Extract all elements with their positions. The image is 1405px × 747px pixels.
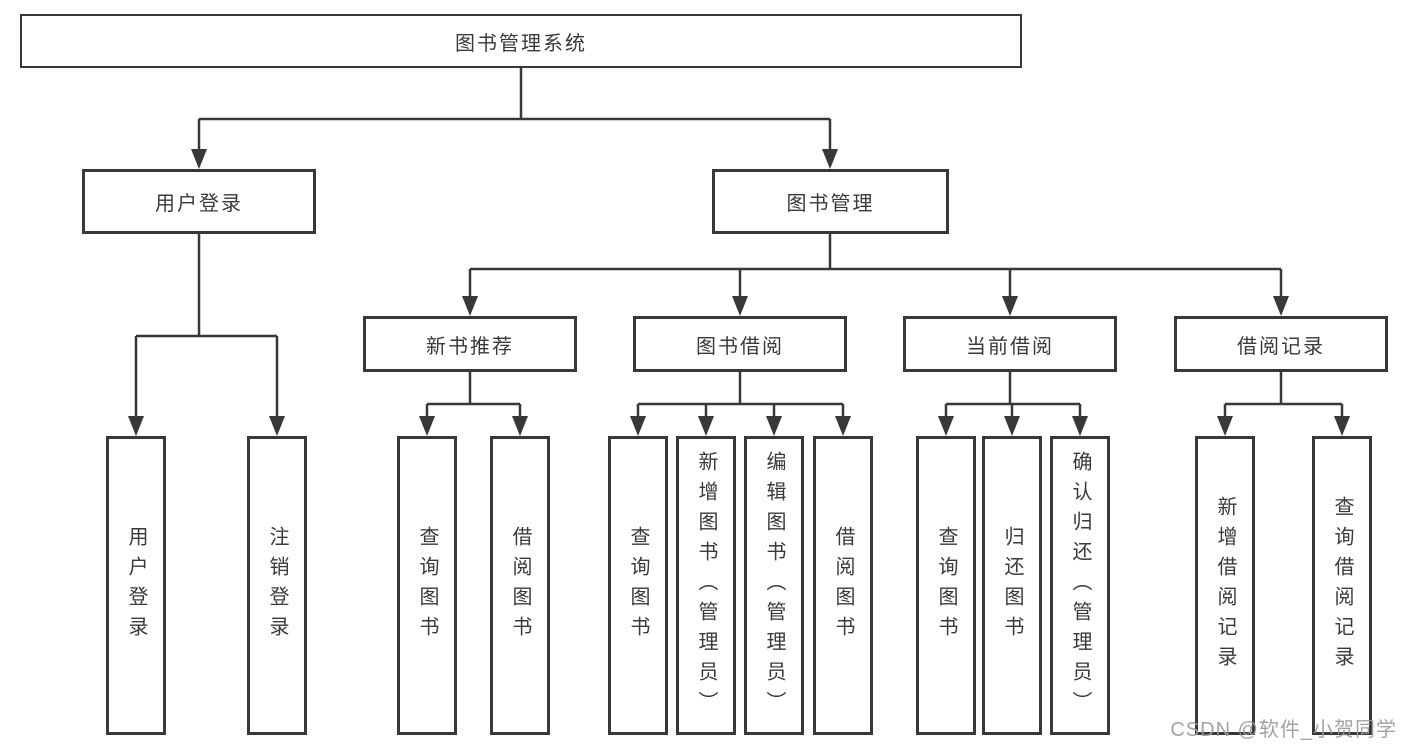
leaf-query-books-borrowing: 查询图书	[608, 436, 668, 735]
leaf-query-books-recommend: 查询图书	[397, 436, 457, 735]
node-current-borrowing: 当前借阅	[903, 316, 1117, 372]
csdn-watermark: CSDN @软件_小贺同学	[1170, 719, 1397, 741]
leaf-borrow-books-borrowing: 借阅图书	[813, 436, 873, 735]
node-label: 新书推荐	[426, 335, 514, 358]
node-label: 注销登录	[266, 525, 288, 646]
node-label: 用户登录	[125, 525, 147, 646]
node-label: 借阅记录	[1237, 335, 1325, 358]
leaf-add-borrow-record: 新增借阅记录	[1195, 436, 1255, 735]
node-label: 用户登录	[155, 193, 243, 215]
node-label: 查询图书	[416, 525, 438, 646]
node-label: 图书借阅	[696, 335, 784, 358]
node-library-management-system: 图书管理系统	[20, 14, 1022, 68]
leaf-query-borrow-record: 查询借阅记录	[1312, 436, 1372, 735]
leaf-confirm-return-admin: 确认归还（管理员）	[1050, 436, 1110, 735]
node-label: 归还图书	[1001, 525, 1023, 646]
leaf-add-book-admin: 新增图书（管理员）	[676, 436, 736, 735]
node-label: 查询图书	[627, 525, 649, 646]
leaf-borrow-books-recommend: 借阅图书	[490, 436, 550, 735]
node-label: 新增借阅记录	[1214, 495, 1236, 676]
node-label: 借阅图书	[509, 525, 531, 646]
node-book-management: 图书管理	[712, 169, 949, 234]
leaf-return-book: 归还图书	[982, 436, 1042, 735]
node-label: 查询借阅记录	[1331, 495, 1353, 676]
node-label: 新增图书（管理员）	[695, 450, 717, 721]
node-borrowing-records: 借阅记录	[1174, 316, 1388, 372]
node-label: 图书管理系统	[455, 32, 587, 55]
leaf-edit-book-admin: 编辑图书（管理员）	[744, 436, 804, 735]
node-user-login: 用户登录	[82, 169, 316, 234]
leaf-logout: 注销登录	[247, 436, 307, 735]
node-label: 查询图书	[935, 525, 957, 646]
node-label: 图书管理	[786, 193, 875, 215]
leaf-user-login: 用户登录	[106, 436, 166, 735]
node-book-borrowing: 图书借阅	[633, 316, 847, 372]
node-new-book-recommendation: 新书推荐	[363, 316, 577, 372]
node-label: 编辑图书（管理员）	[763, 450, 785, 721]
node-label: 确认归还（管理员）	[1069, 450, 1091, 721]
leaf-query-books-current: 查询图书	[916, 436, 976, 735]
node-label: 借阅图书	[832, 525, 854, 646]
node-label: 当前借阅	[966, 335, 1054, 358]
